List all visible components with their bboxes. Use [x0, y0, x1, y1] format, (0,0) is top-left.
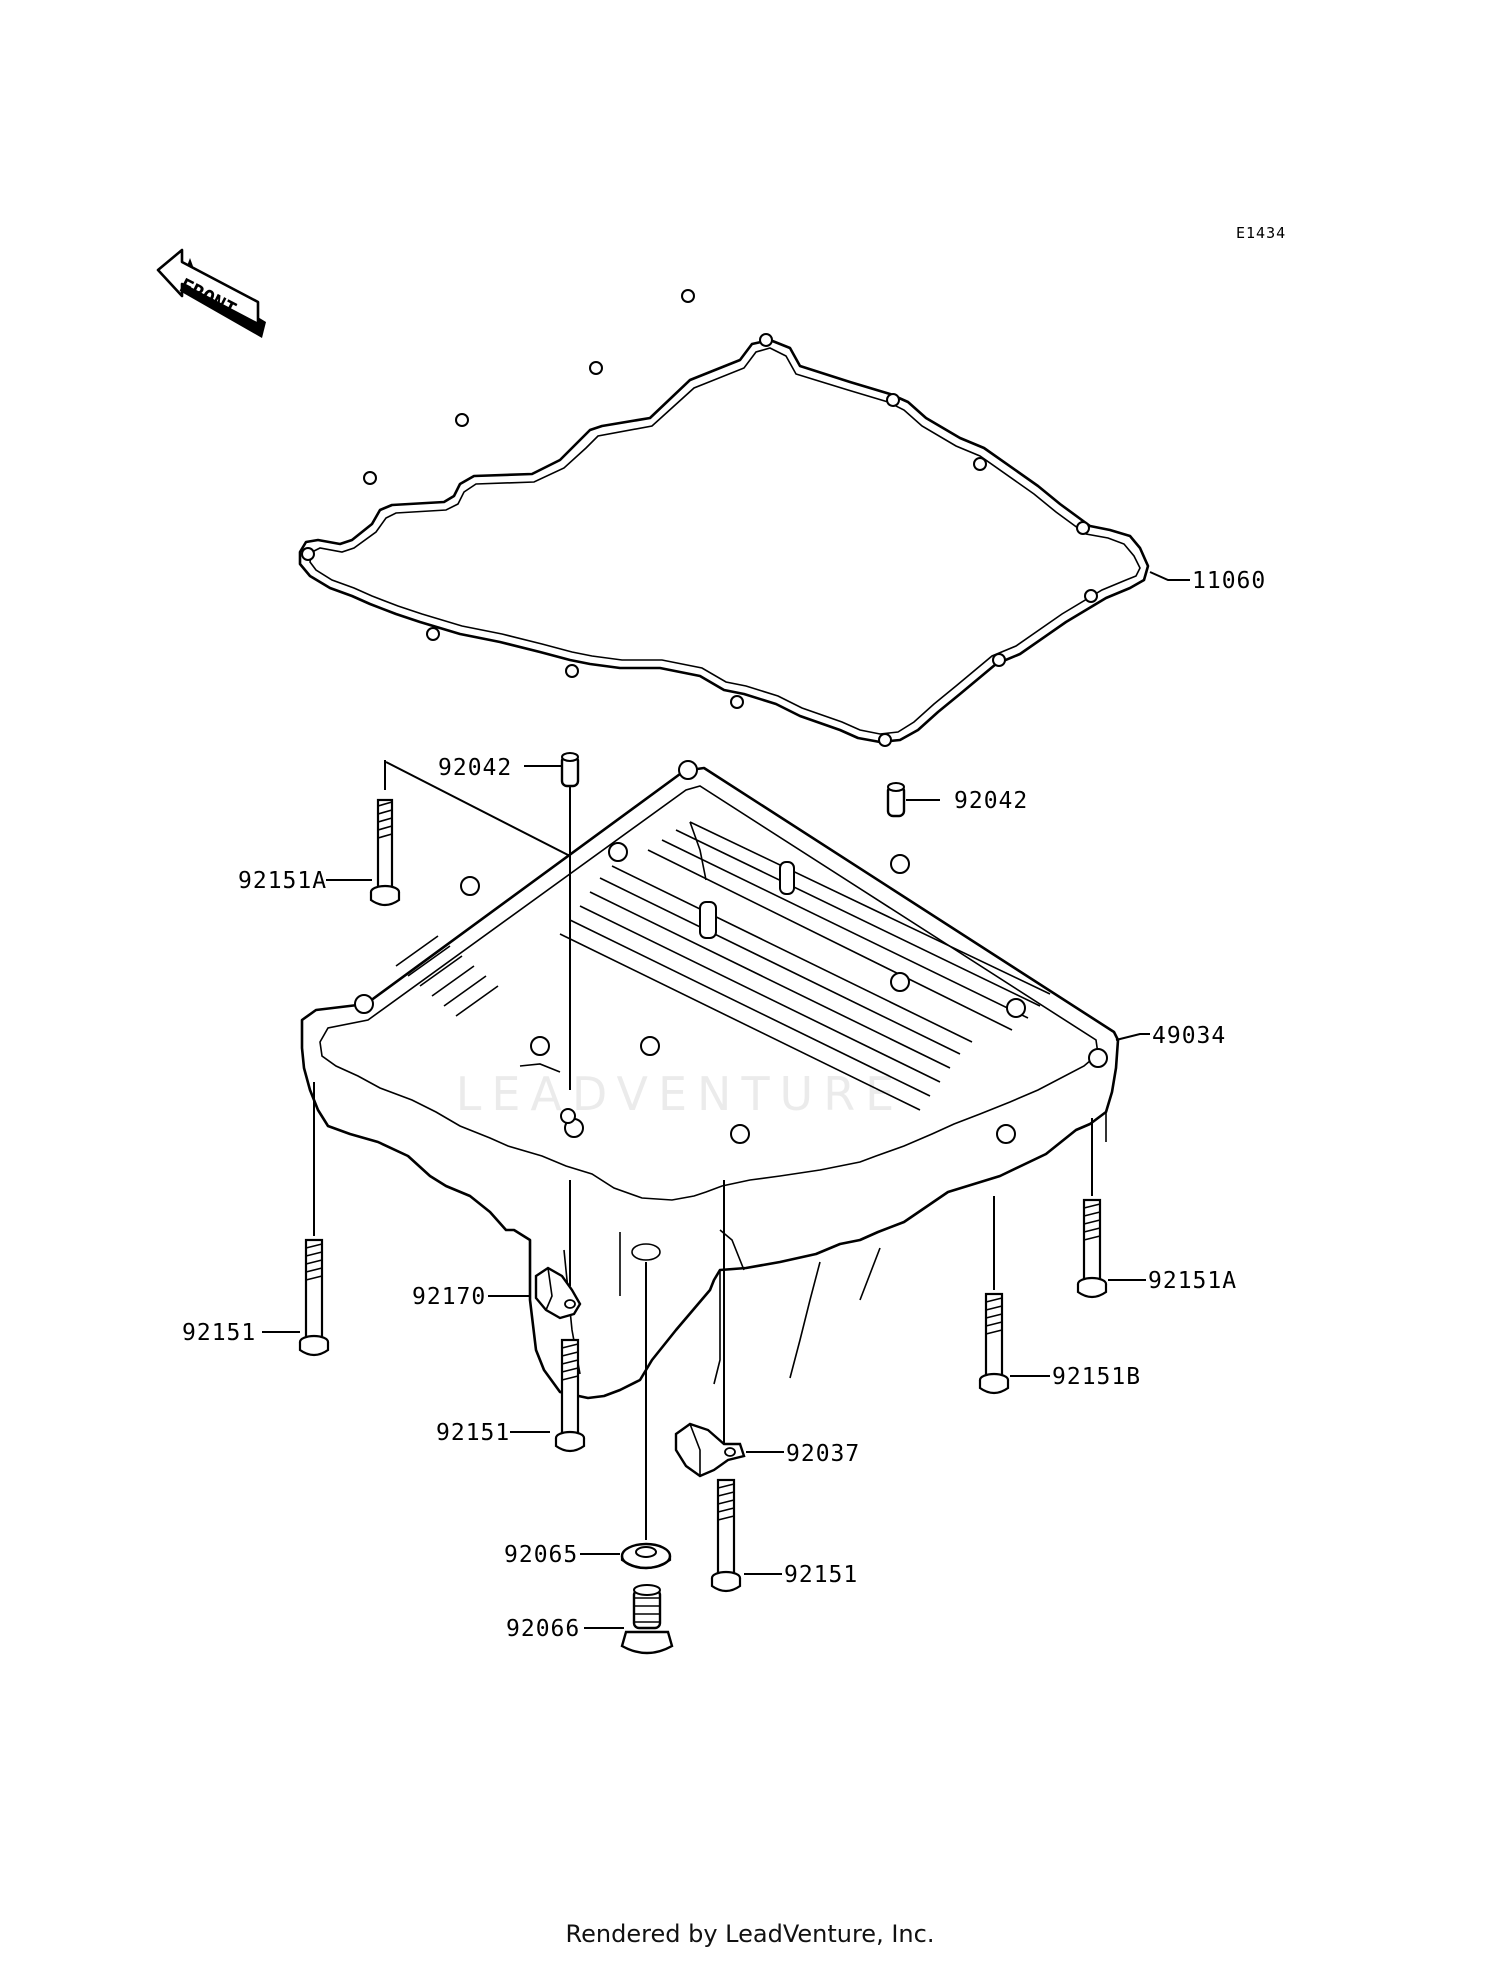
- label-92170[interactable]: 92170: [412, 1284, 486, 1310]
- bolt-92151-left[interactable]: [298, 1238, 330, 1357]
- bolt-92151-center[interactable]: [554, 1338, 586, 1453]
- label-92066[interactable]: 92066: [506, 1616, 580, 1642]
- label-92151-left[interactable]: 92151: [182, 1320, 256, 1346]
- label-11060[interactable]: 11060: [1192, 568, 1266, 594]
- bolt-92151A-left[interactable]: [369, 798, 401, 907]
- clamp-92170[interactable]: [534, 1266, 582, 1320]
- label-92151-center[interactable]: 92151: [436, 1420, 510, 1446]
- label-49034[interactable]: 49034: [1152, 1023, 1226, 1049]
- label-92151B[interactable]: 92151B: [1052, 1364, 1141, 1390]
- gasket-11060[interactable]: [298, 289, 1150, 747]
- washer-92065[interactable]: [620, 1542, 672, 1570]
- front-arrow-icon: FRONT: [156, 248, 266, 338]
- reference-code: E1434: [1236, 224, 1286, 242]
- footer-credit: Rendered by LeadVenture, Inc.: [565, 1920, 935, 1948]
- bolt-92151B[interactable]: [978, 1292, 1010, 1395]
- label-92065[interactable]: 92065: [504, 1542, 578, 1568]
- label-92042-right[interactable]: 92042: [954, 788, 1028, 814]
- clamp-92037[interactable]: [674, 1422, 746, 1478]
- label-92037[interactable]: 92037: [786, 1441, 860, 1467]
- oil-pan-49034[interactable]: [300, 760, 1120, 1400]
- watermark: LEADVENTURE: [456, 1067, 905, 1121]
- label-92151A-left[interactable]: 92151A: [238, 868, 327, 894]
- label-92042-left[interactable]: 92042: [438, 755, 512, 781]
- dowel-pin-92042-right[interactable]: [886, 782, 906, 818]
- bolt-92151-bottom[interactable]: [710, 1478, 742, 1593]
- label-92151-bottom[interactable]: 92151: [784, 1562, 858, 1588]
- dowel-pin-92042-left[interactable]: [560, 752, 580, 788]
- drain-plug-92066[interactable]: [620, 1584, 674, 1655]
- bolt-92151A-right[interactable]: [1076, 1198, 1108, 1299]
- label-92151A-right[interactable]: 92151A: [1148, 1268, 1237, 1294]
